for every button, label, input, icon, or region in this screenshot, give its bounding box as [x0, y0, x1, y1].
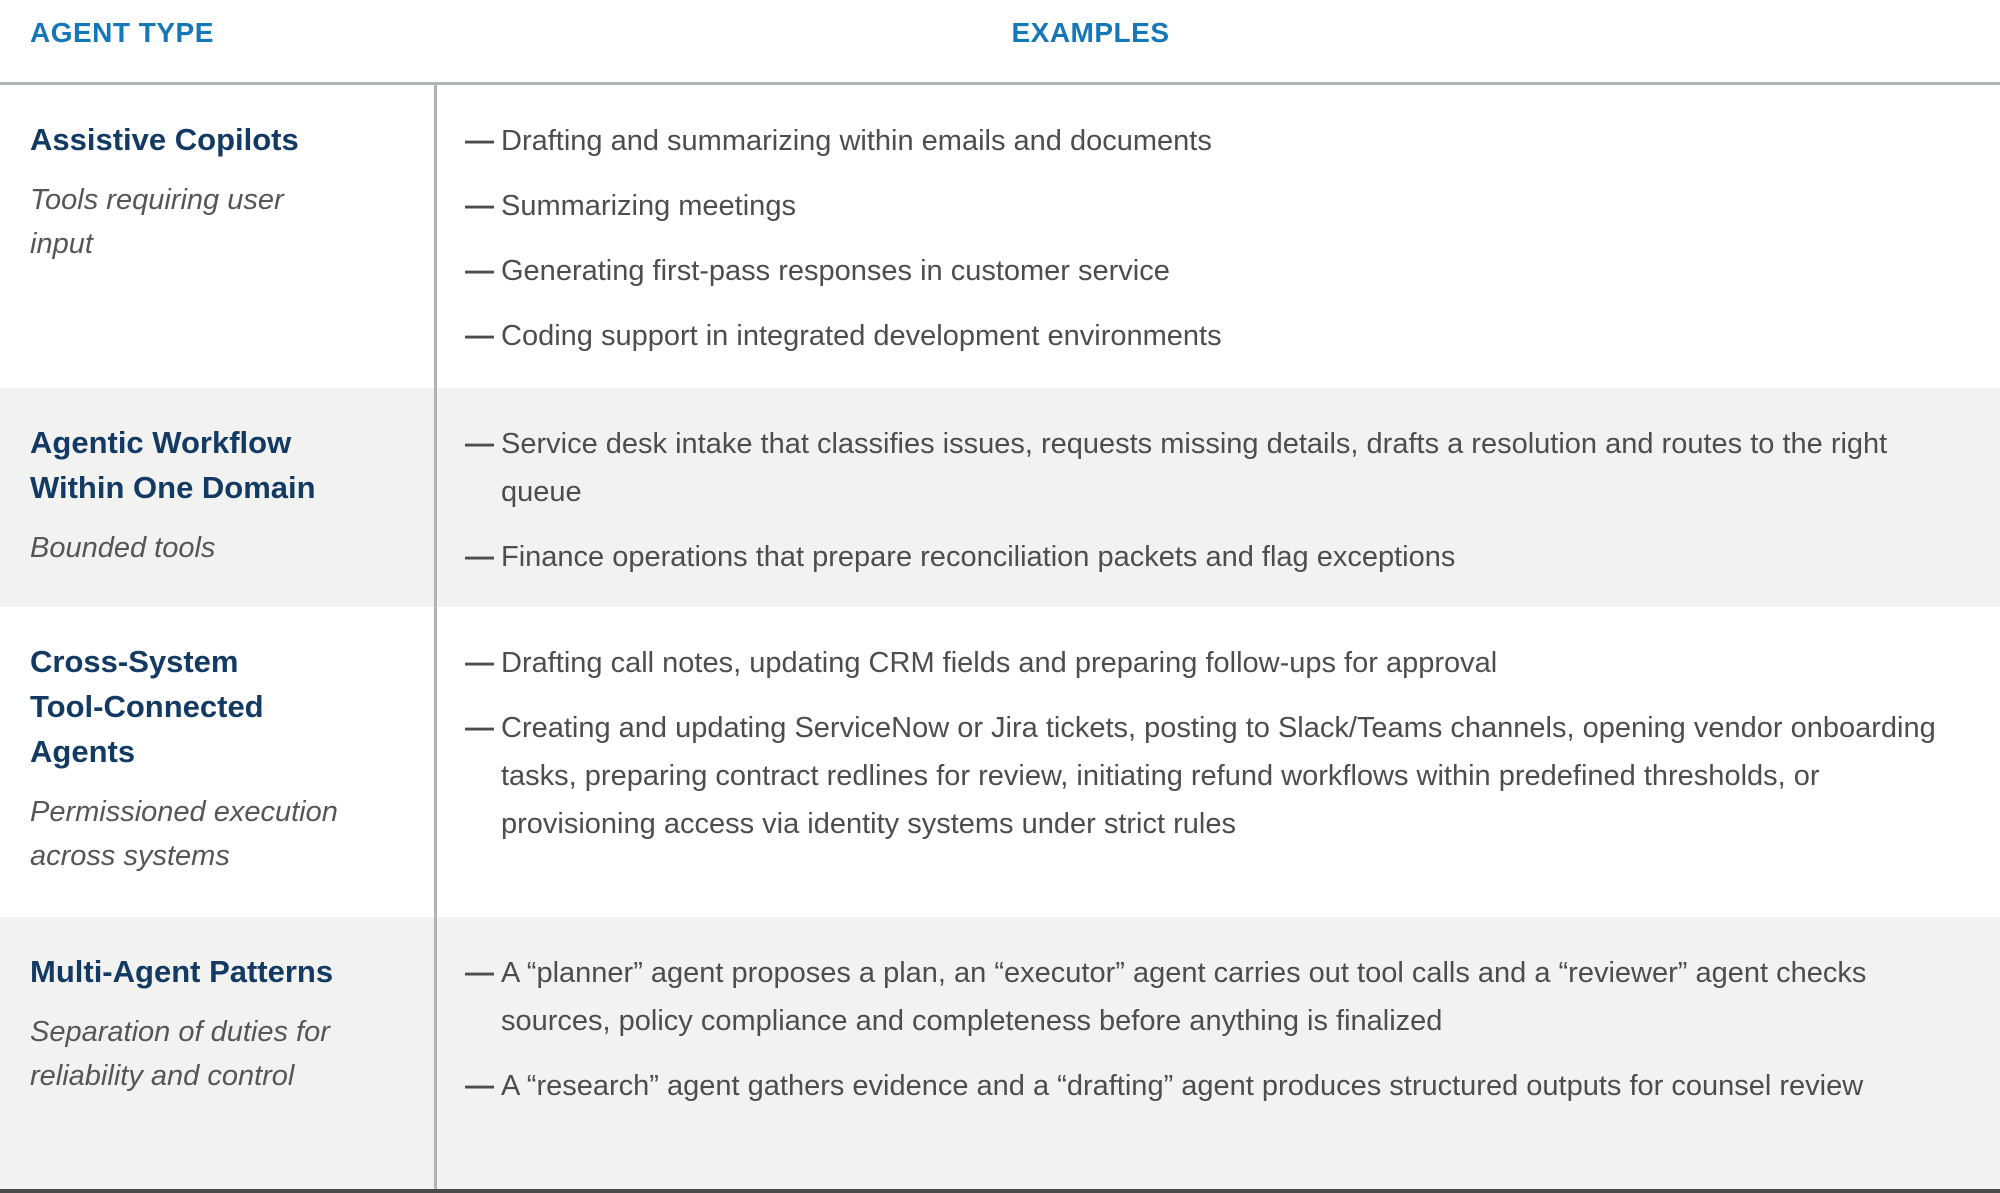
subtitle-line: Bounded tools — [30, 532, 216, 564]
agent-type-title: Agentic Workflow Within One Domain — [30, 420, 406, 510]
subtitle-line: input — [30, 228, 93, 260]
subtitle-line: Permissioned execution — [30, 796, 338, 828]
example-item: — Drafting call notes, updating CRM fiel… — [465, 639, 1950, 687]
examples-cell: — A “planner” agent proposes a plan, an … — [437, 917, 2000, 1189]
agent-type-title: Cross-System Tool-Connected Agents — [30, 639, 406, 774]
title-line: Tool-Connected — [30, 689, 264, 724]
example-text: Generating first-pass responses in custo… — [501, 255, 1170, 287]
example-item: — A “research” agent gathers evidence an… — [465, 1062, 1950, 1110]
example-text: Drafting call notes, updating CRM fields… — [501, 647, 1498, 679]
title-line: Multi-Agent Patterns — [30, 954, 334, 989]
example-text: Service desk intake that classifies issu… — [501, 428, 1888, 508]
column-header-examples: EXAMPLES — [1011, 17, 1170, 48]
agent-type-subtitle: Separation of duties for reliability and… — [30, 1010, 406, 1098]
bullet-dash-icon: — — [465, 428, 494, 460]
example-item: — A “planner” agent proposes a plan, an … — [465, 949, 1950, 1045]
subtitle-line: across systems — [30, 840, 230, 872]
example-text: Drafting and summarizing within emails a… — [501, 125, 1212, 157]
subtitle-line: Separation of duties for — [30, 1016, 330, 1048]
agent-type-subtitle: Bounded tools — [30, 526, 406, 570]
example-item: — Summarizing meetings — [465, 182, 1950, 230]
table-row-agentic-workflow: Agentic Workflow Within One Domain Bound… — [0, 388, 2000, 607]
example-text: Coding support in integrated development… — [501, 320, 1222, 352]
examples-cell: — Service desk intake that classifies is… — [437, 388, 2000, 607]
example-item: — Coding support in integrated developme… — [465, 312, 1950, 360]
bullet-dash-icon: — — [465, 255, 494, 287]
agent-type-cell: Cross-System Tool-Connected Agents Permi… — [0, 607, 437, 917]
example-item: — Finance operations that prepare reconc… — [465, 533, 1950, 581]
examples-cell: — Drafting call notes, updating CRM fiel… — [437, 607, 2000, 917]
bullet-dash-icon: — — [465, 1070, 494, 1102]
agent-type-subtitle: Permissioned execution across systems — [30, 790, 406, 878]
table-row-multi-agent-patterns: Multi-Agent Patterns Separation of dutie… — [0, 917, 2000, 1189]
table-header-row: AGENT TYPE EXAMPLES — [0, 0, 2000, 85]
subtitle-line: reliability and control — [30, 1060, 295, 1092]
bullet-dash-icon: — — [465, 712, 494, 744]
examples-cell: — Drafting and summarizing within emails… — [437, 85, 2000, 388]
bullet-dash-icon: — — [465, 957, 494, 989]
title-line: Agents — [30, 734, 136, 769]
title-line: Cross-System — [30, 644, 239, 679]
example-text: Creating and updating ServiceNow or Jira… — [501, 712, 1936, 840]
agent-type-cell: Assistive Copilots Tools requiring user … — [0, 85, 437, 388]
agent-type-cell: Multi-Agent Patterns Separation of dutie… — [0, 917, 437, 1189]
bullet-dash-icon: — — [465, 320, 494, 352]
example-item: — Service desk intake that classifies is… — [465, 420, 1950, 516]
example-item: — Creating and updating ServiceNow or Ji… — [465, 704, 1950, 848]
bullet-dash-icon: — — [465, 125, 494, 157]
example-text: Finance operations that prepare reconcil… — [501, 541, 1456, 573]
agent-type-subtitle: Tools requiring user input — [30, 178, 406, 266]
title-line: Assistive Copilots — [30, 122, 299, 157]
example-text: A “research” agent gathers evidence and … — [501, 1070, 1864, 1102]
bullet-dash-icon: — — [465, 647, 494, 679]
bullet-dash-icon: — — [465, 541, 494, 573]
bullet-dash-icon: — — [465, 190, 494, 222]
column-header-agent-type: AGENT TYPE — [30, 17, 214, 48]
title-line: Agentic Workflow — [30, 425, 292, 460]
example-item: — Generating first-pass responses in cus… — [465, 247, 1950, 295]
agent-type-title: Assistive Copilots — [30, 117, 406, 162]
agent-type-title: Multi-Agent Patterns — [30, 949, 406, 994]
table-row-cross-system-agents: Cross-System Tool-Connected Agents Permi… — [0, 607, 2000, 917]
table-row-assistive-copilots: Assistive Copilots Tools requiring user … — [0, 85, 2000, 388]
agent-type-cell: Agentic Workflow Within One Domain Bound… — [0, 388, 437, 607]
subtitle-line: Tools requiring user — [30, 184, 284, 216]
example-text: Summarizing meetings — [501, 190, 796, 222]
example-text: A “planner” agent proposes a plan, an “e… — [501, 957, 1867, 1037]
title-line: Within One Domain — [30, 470, 316, 505]
example-item: — Drafting and summarizing within emails… — [465, 117, 1950, 165]
